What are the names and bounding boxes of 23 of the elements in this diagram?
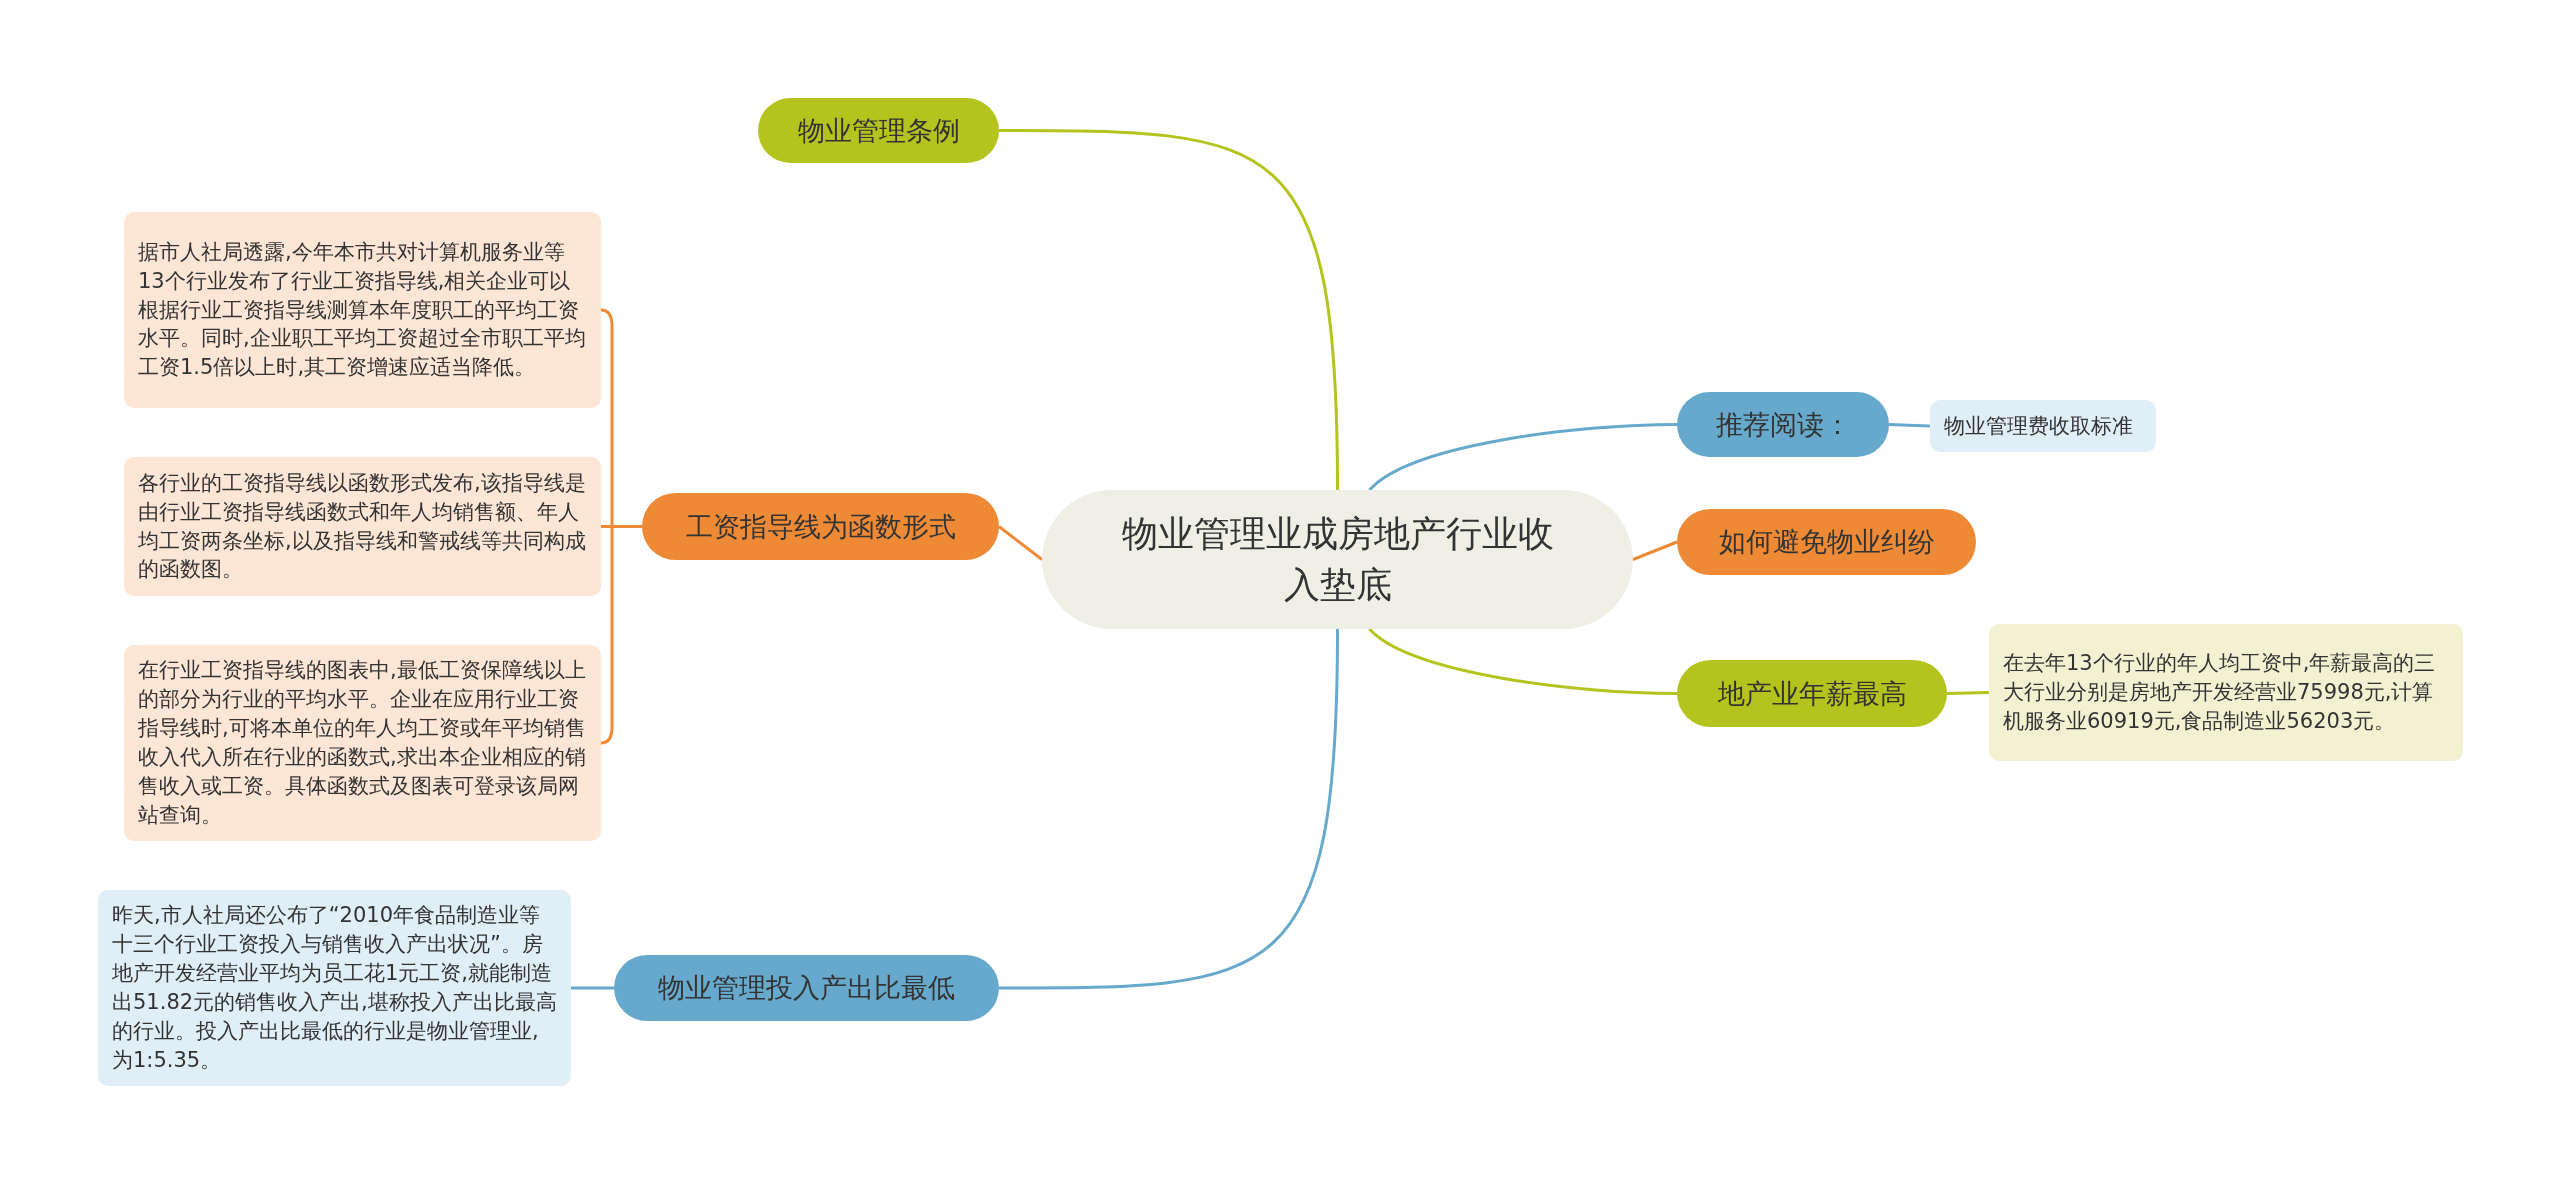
connector (998, 525, 1043, 561)
topic-pill: 物业管理条例 (758, 98, 999, 163)
topic-pill: 物业管理投入产出比最低 (614, 955, 999, 1021)
connector (1946, 691, 1990, 695)
connector (999, 129, 1339, 491)
note-box: 据市人社局透露,今年本市共对计算机服务业等13个行业发布了行业工资指导线,相关企业可以根据行业工资指导线测算本年度职工的平均工资水平。同时,企业职工平均工资超过全市职工平均工资1.5倍以上时,其工资增速应适当降低。 (124, 212, 601, 408)
note-box: 在去年13个行业的年人均工资中,年薪最高的三大行业分别是房地产开发经营业75998元,计算机服务业60919元,食品制造业56203元。 (1989, 624, 2463, 761)
connector (1632, 540, 1678, 561)
note-box: 各行业的工资指导线以函数形式发布,该指导线是由行业工资指导线函数式和年人均销售额、年人均工资两条坐标,以及指导线和警戒线等共同构成的函数图。 (124, 457, 601, 596)
connector (571, 986, 614, 990)
connector (1368, 423, 1678, 492)
connector (600, 525, 642, 745)
topic-pill: 如何避免物业纠纷 (1677, 509, 1976, 575)
central-topic: 物业管理业成房地产行业收入垫底 (1042, 490, 1633, 629)
connector (1368, 627, 1678, 695)
note-box: 昨天,市人社局还公布了“2010年食品制造业等十三个行业工资投入与销售收入产出状况”。房地产开发经营业平均为员工花1元工资,就能制造出51.82元的销售收入产出,堪称投入产出比最高的行业。投入产出比最低的行业是物业管理业,为1:5.35。 (98, 890, 571, 1086)
connector (999, 628, 1339, 990)
note-box: 在行业工资指导线的图表中,最低工资保障线以上的部分为行业的平均水平。企业在应用行业工资指导线时,可将本单位的年人均工资或年平均销售收入代入所在行业的函数式,求出本企业相应的销售收入或工资。具体函数式及图表可登录该局网站查询。 (124, 645, 601, 841)
note-box: 物业管理费收取标准 (1930, 400, 2156, 452)
topic-pill: 地产业年薪最高 (1677, 660, 1947, 727)
connector (1888, 423, 1931, 428)
topic-pill: 推荐阅读： (1677, 392, 1889, 457)
topic-pill: 工资指导线为函数形式 (642, 493, 999, 560)
